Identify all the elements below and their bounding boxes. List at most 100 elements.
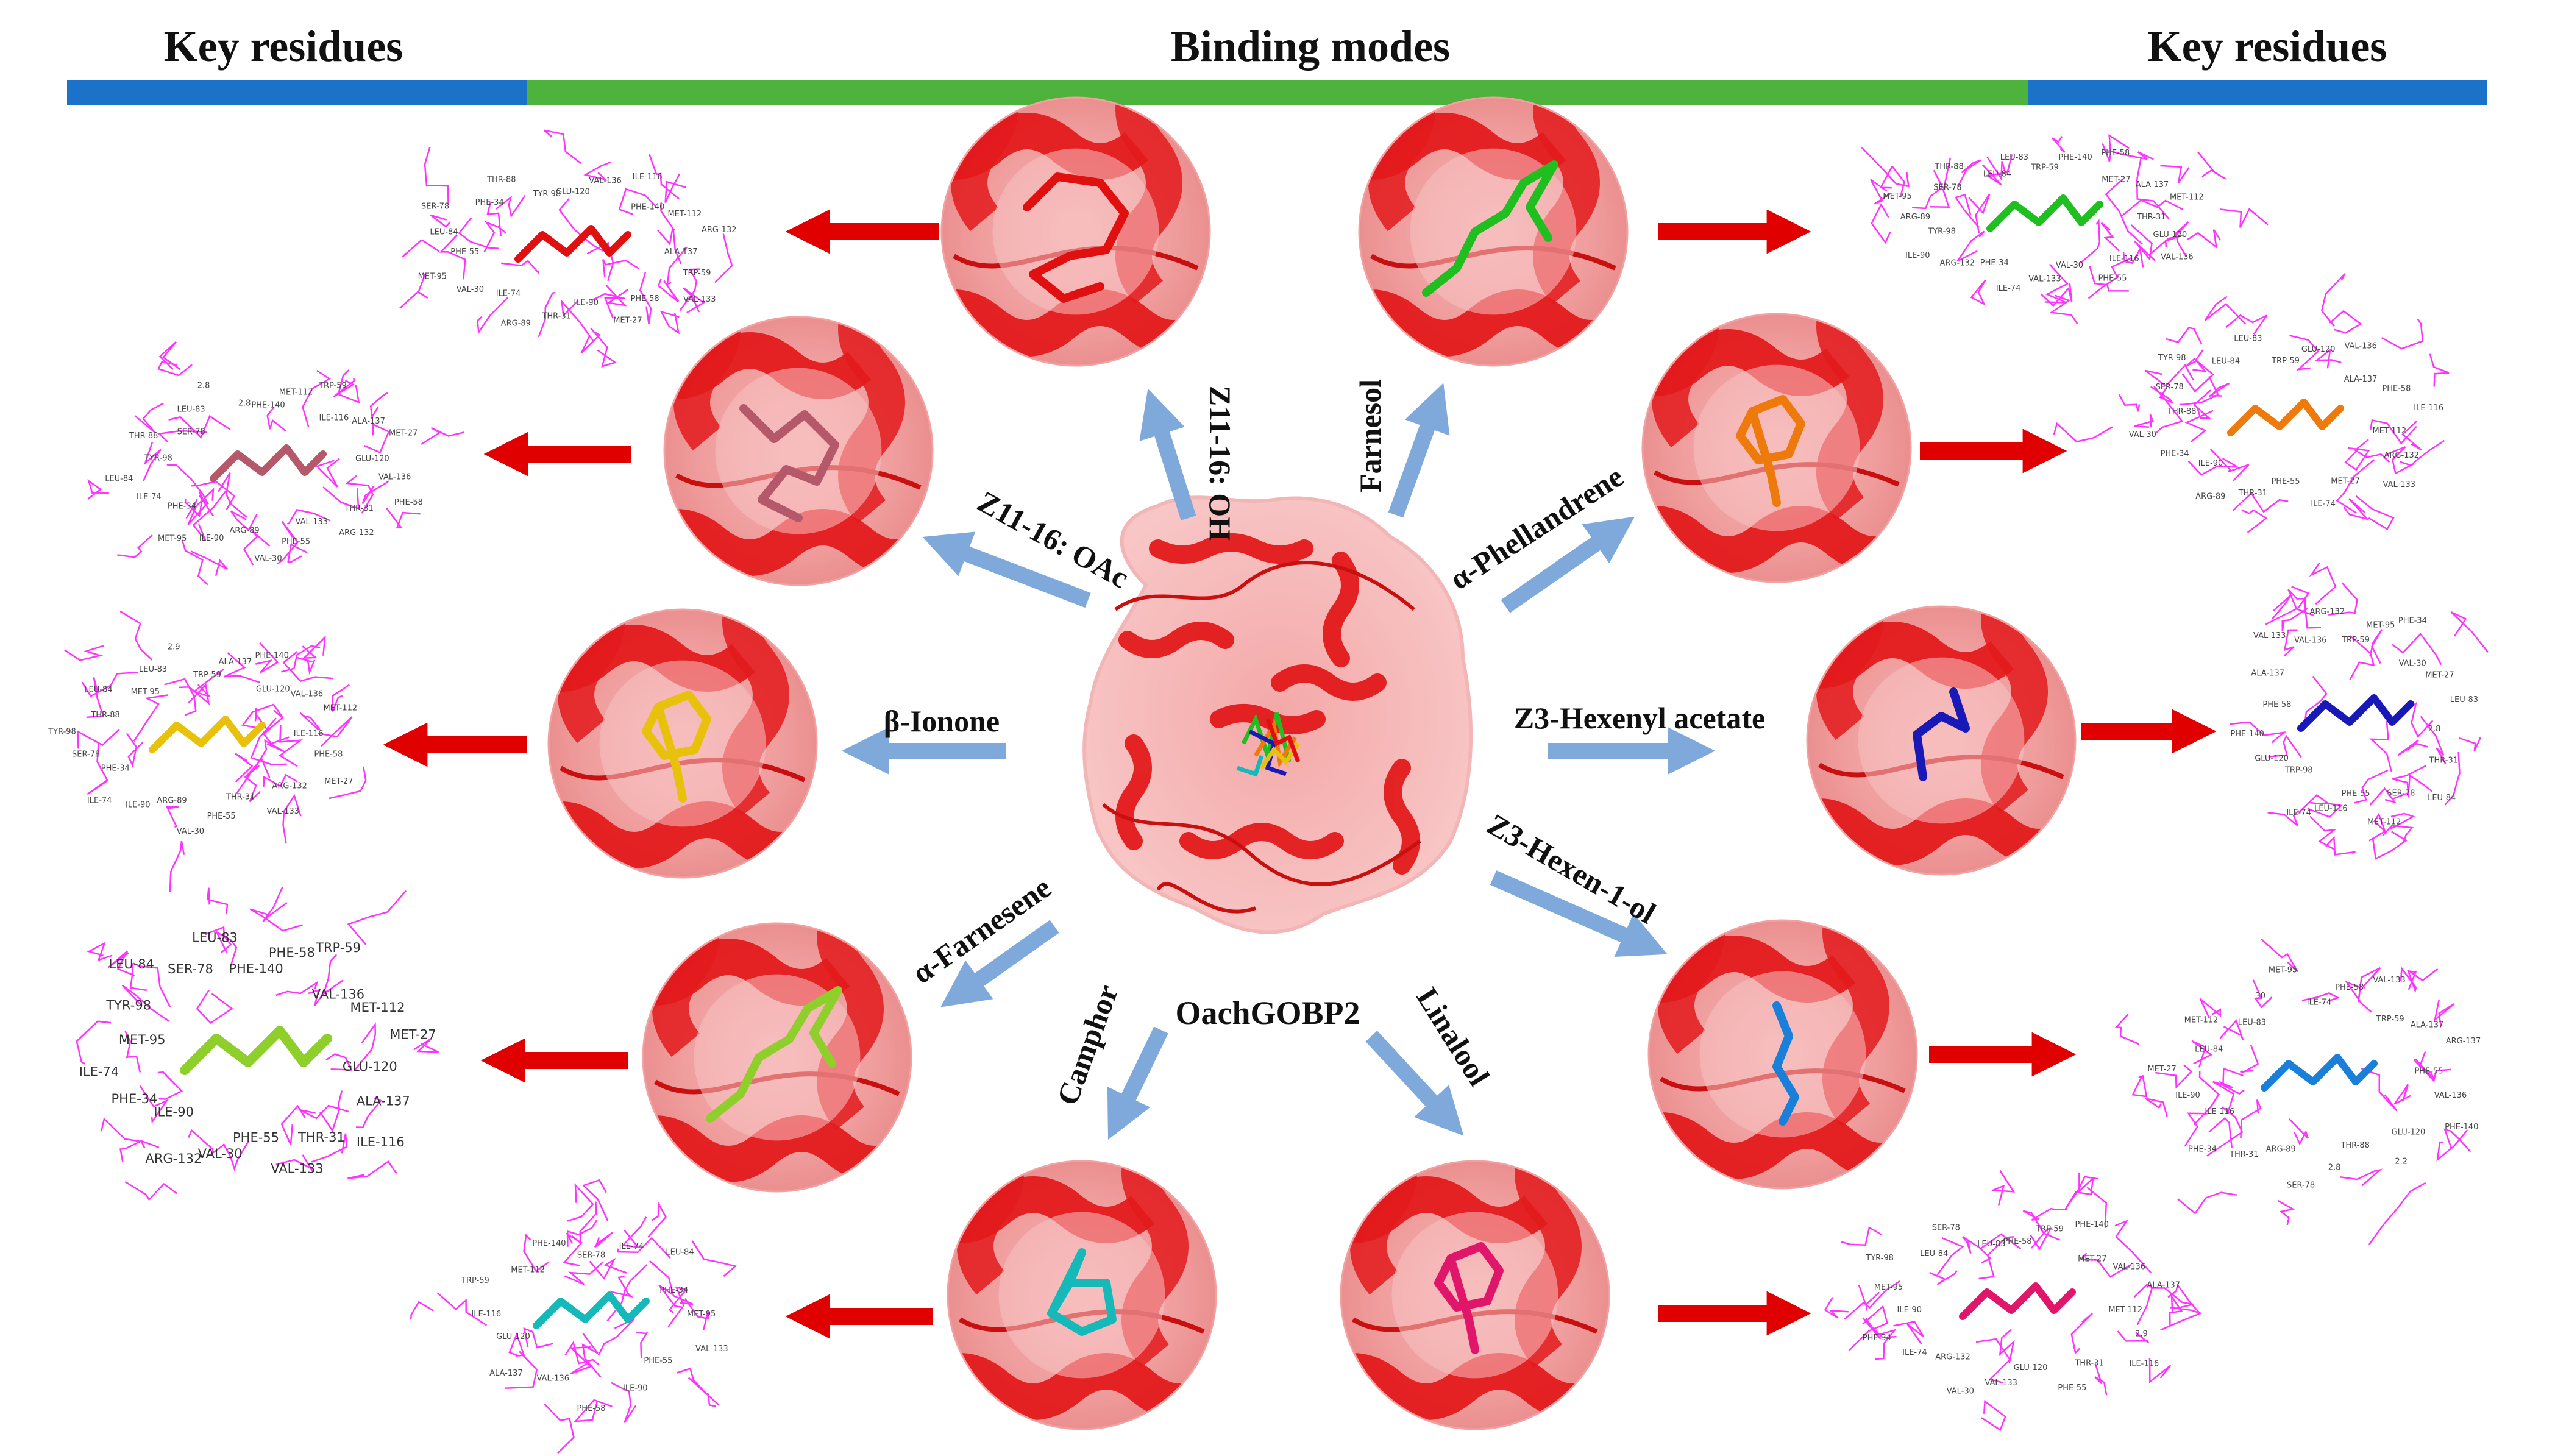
residue-wire xyxy=(523,1327,553,1349)
residue-label: MET-112 xyxy=(2367,818,2401,827)
residue-wire xyxy=(2172,221,2189,257)
residue-label: TRP-98 xyxy=(2284,766,2313,775)
residue-label: ILE-116 xyxy=(2414,403,2443,413)
residue-label: ARG-132 xyxy=(339,528,374,538)
residue-label: VAL-136 xyxy=(2161,253,2193,262)
label-z11oh: Z11-16: OH xyxy=(1203,386,1237,541)
residue-label: TRP-59 xyxy=(461,1276,489,1285)
residue-wire xyxy=(2289,335,2320,371)
residue-label: MET-95 xyxy=(158,534,187,543)
residue-label: THR-31 xyxy=(541,312,570,321)
residue-wire xyxy=(2343,498,2370,521)
residue-wire xyxy=(2289,1118,2309,1146)
residue-wire xyxy=(1970,279,1986,306)
residue-wire xyxy=(1862,1317,1897,1340)
residue-wire xyxy=(196,989,233,1025)
residue-wire xyxy=(166,806,179,828)
residue-wire xyxy=(458,217,499,249)
residue-wire xyxy=(215,930,238,968)
residue-wire xyxy=(2349,635,2375,680)
residue-label: PHE-34 xyxy=(475,198,504,207)
residue-wire xyxy=(2209,449,2250,481)
residue-label: ARG-132 xyxy=(702,226,737,235)
residue-wire xyxy=(1871,203,1891,244)
residue-label: ILE-74 xyxy=(1996,284,2021,293)
residue-wire xyxy=(564,1340,600,1366)
residue-label: ARG-132 xyxy=(272,781,307,790)
helix xyxy=(1350,1161,1417,1295)
residue-wire xyxy=(413,1037,439,1053)
binding-circle-linalool xyxy=(1340,1160,1610,1430)
residue-label: MET-95 xyxy=(131,687,160,697)
residue-panel-hexenol: ILE-74PHE-58VAL-133TRP-59ALA-137ARG-137P… xyxy=(2114,939,2481,1245)
residue-label: PHE-58 xyxy=(2262,700,2291,709)
residue-wire xyxy=(2301,992,2340,1002)
residue-wire xyxy=(2114,1014,2139,1045)
central-protein xyxy=(1082,495,1473,934)
residue-label: ILE-90 xyxy=(126,801,151,810)
residue-wire xyxy=(286,508,331,525)
residue-label: ARG-89 xyxy=(2266,1145,2296,1154)
residue-wire xyxy=(581,1333,602,1378)
residue-wire xyxy=(2064,1176,2099,1211)
residue-wire xyxy=(1986,157,2009,181)
residue-label: LEU-84 xyxy=(430,228,458,237)
residue-label: VAL-30 xyxy=(457,285,484,294)
binding-circle-ionone xyxy=(547,608,818,879)
residue-wire xyxy=(2206,1106,2244,1157)
binding-circle-hexenyl xyxy=(1806,605,2077,876)
residue-wire xyxy=(157,1071,183,1100)
residue-label: PHE-55 xyxy=(2098,274,2127,283)
residue-label: ILE-116 xyxy=(294,730,324,739)
residue-wire xyxy=(621,1216,647,1248)
residue-label: ILE-116 xyxy=(471,1310,501,1319)
residue-wire xyxy=(2381,318,2424,350)
residue-wire xyxy=(2340,1168,2383,1187)
residue-label: TYR-98 xyxy=(1927,227,1956,236)
residue-label: ILE-90 xyxy=(623,1384,648,1393)
residue-wire xyxy=(2122,246,2144,268)
residue-wire xyxy=(597,1318,636,1356)
residue-wire xyxy=(594,1232,614,1248)
residue-wire xyxy=(87,942,113,962)
residue-label: ILE-90 xyxy=(1897,1305,1922,1315)
residue-label: MET-27 xyxy=(613,316,642,325)
residue-label: PHE-58 xyxy=(2335,983,2364,992)
ligand-stick xyxy=(706,986,842,1123)
residue-wire xyxy=(1929,1270,1958,1285)
residue-wire xyxy=(563,1232,583,1266)
residue-label: MET-27 xyxy=(324,777,353,786)
residue-label: THR-88 xyxy=(90,711,119,720)
residue-wire xyxy=(688,1377,717,1407)
residue-wire xyxy=(2152,1287,2194,1310)
residue-label: VAL-136 xyxy=(589,176,621,185)
residue-wire xyxy=(2193,1071,2220,1126)
residue-wire xyxy=(574,1399,613,1422)
residue-label: TRP-59 xyxy=(315,940,361,955)
residue-label: PHE-140 xyxy=(532,1239,566,1248)
residue-label: SER-78 xyxy=(2156,383,2184,392)
residue-wire xyxy=(589,1257,627,1280)
residue-wire xyxy=(185,488,215,519)
residue-wire xyxy=(2368,812,2387,842)
residue-wire xyxy=(439,234,466,280)
residue-wire xyxy=(169,840,185,892)
residue-wire xyxy=(282,651,334,683)
residue-label: TRP-59 xyxy=(2030,163,2059,172)
residue-wire xyxy=(618,188,656,215)
residue-wire xyxy=(2397,739,2428,756)
residue-wire xyxy=(2240,1045,2259,1073)
residue-label: MET-112 xyxy=(350,1000,405,1015)
residue-label: VAL-136 xyxy=(312,987,364,1002)
residue-wire xyxy=(558,197,604,252)
residue-wire xyxy=(590,327,617,368)
circle-outline xyxy=(663,316,934,586)
protein-label: OachGOBP2 xyxy=(1175,995,1360,1031)
residue-wire xyxy=(649,154,680,200)
residue-wire xyxy=(166,464,209,505)
residue-wire xyxy=(2022,1210,2061,1241)
residue-wire xyxy=(1962,1236,1983,1254)
residue-label: SER-78 xyxy=(72,750,100,759)
